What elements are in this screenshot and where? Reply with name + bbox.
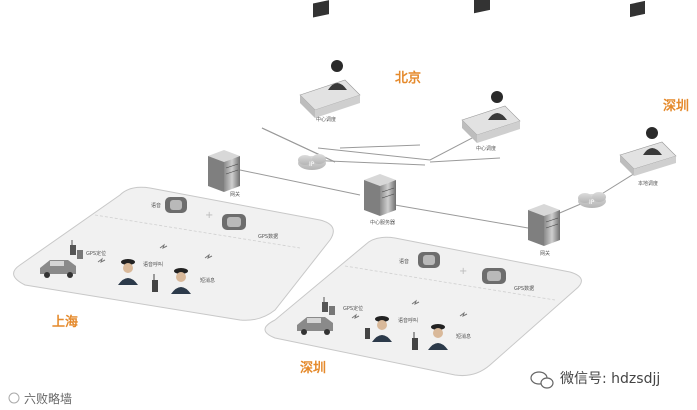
officer-icon-shanghai-2 (171, 268, 191, 294)
radio-device-gps-shenzhen (482, 268, 506, 284)
officer-icon-shenzhen-2 (428, 324, 448, 350)
beijing-operator-2 (461, 0, 521, 143)
beijing-dispatch-label-2: 中心调度 (476, 145, 496, 152)
shanghai-zone: 语音 + GPS数据 GPS定位 语音呼叫 (13, 186, 334, 321)
radio-handheld-shenzhen-2 (412, 332, 418, 350)
plus-icon-shenzhen: + (459, 266, 467, 277)
gateway-server-right (528, 204, 560, 246)
shenzhen-operator (619, 0, 677, 176)
watermark-right: 微信号: hdzsdjj (530, 371, 660, 389)
signal-icon-5 (411, 299, 420, 305)
radio-device-voice-shenzhen (418, 252, 440, 268)
connection-lines (239, 124, 641, 229)
center-server (364, 174, 396, 216)
radio-handheld-shanghai (152, 274, 158, 292)
signal-icon-4 (351, 313, 360, 319)
city-label-shanghai: 上海 (52, 314, 78, 330)
city-label-beijing: 北京 (395, 70, 421, 86)
gateway-right-label: 网关 (540, 250, 550, 257)
shenzhen-voice-label: 语音 (399, 258, 409, 265)
watermark-left: 六败略墙 (8, 391, 72, 406)
radio-device-voice-shanghai (165, 197, 187, 213)
ip-cloud-label-2: IP (589, 199, 595, 206)
gateway-server-left (208, 150, 240, 192)
watermark-left-text: 六败略墙 (24, 391, 72, 406)
shenzhen-voice-call-label: 语音呼叫 (398, 317, 418, 324)
ip-cloud-2 (578, 192, 606, 208)
city-label-shenzhen-bottom: 深圳 (300, 360, 326, 376)
shanghai-voice-label: 语音 (151, 202, 161, 209)
signal-icon-1 (97, 257, 106, 263)
city-label-shenzhen-top: 深圳 (663, 98, 689, 114)
radio-device-gps-shanghai (222, 214, 246, 230)
police-car-icon-shanghai (40, 260, 76, 278)
officer-icon-shanghai-1 (118, 259, 138, 285)
shenzhen-gps-locate-label: GPS定位 (343, 305, 363, 312)
shenzhen-sms-label: 短消息 (456, 333, 471, 340)
signal-icon-3 (204, 253, 213, 259)
shanghai-gps-data-label: GPS数据 (258, 233, 278, 240)
center-server-label: 中心服务器 (370, 219, 395, 226)
shenzhen-gps-data-label: GPS数据 (514, 285, 534, 292)
shenzhen-local-dispatch-label: 本地调度 (638, 180, 658, 187)
walkie-talkie-icon-shanghai (70, 240, 83, 259)
wechat-icon (530, 371, 554, 389)
beijing-dispatch-label-1: 中心调度 (316, 116, 336, 123)
gateway-left-label: 网关 (230, 191, 240, 198)
police-car-icon-shenzhen (297, 317, 333, 335)
radio-handheld-shenzhen-1 (365, 328, 370, 339)
shanghai-gps-locate-label: GPS定位 (86, 250, 106, 257)
ip-cloud-1 (298, 154, 326, 170)
shanghai-voice-call-label: 语音呼叫 (143, 261, 163, 268)
ip-cloud-label-1: IP (309, 161, 315, 168)
shenzhen-zone: 语音 + GPS数据 GPS定位 语音呼叫 (264, 236, 582, 376)
beijing-operator-1 (299, 0, 361, 118)
watermark-right-text: 微信号: hdzsdjj (560, 371, 660, 387)
signal-icon-2 (159, 243, 168, 249)
plus-icon-shanghai: + (205, 210, 213, 221)
shanghai-sms-label: 短消息 (200, 277, 215, 284)
officer-icon-shenzhen-1 (372, 316, 392, 342)
walkie-talkie-icon-shenzhen (322, 297, 335, 315)
signal-icon-6 (459, 311, 468, 317)
